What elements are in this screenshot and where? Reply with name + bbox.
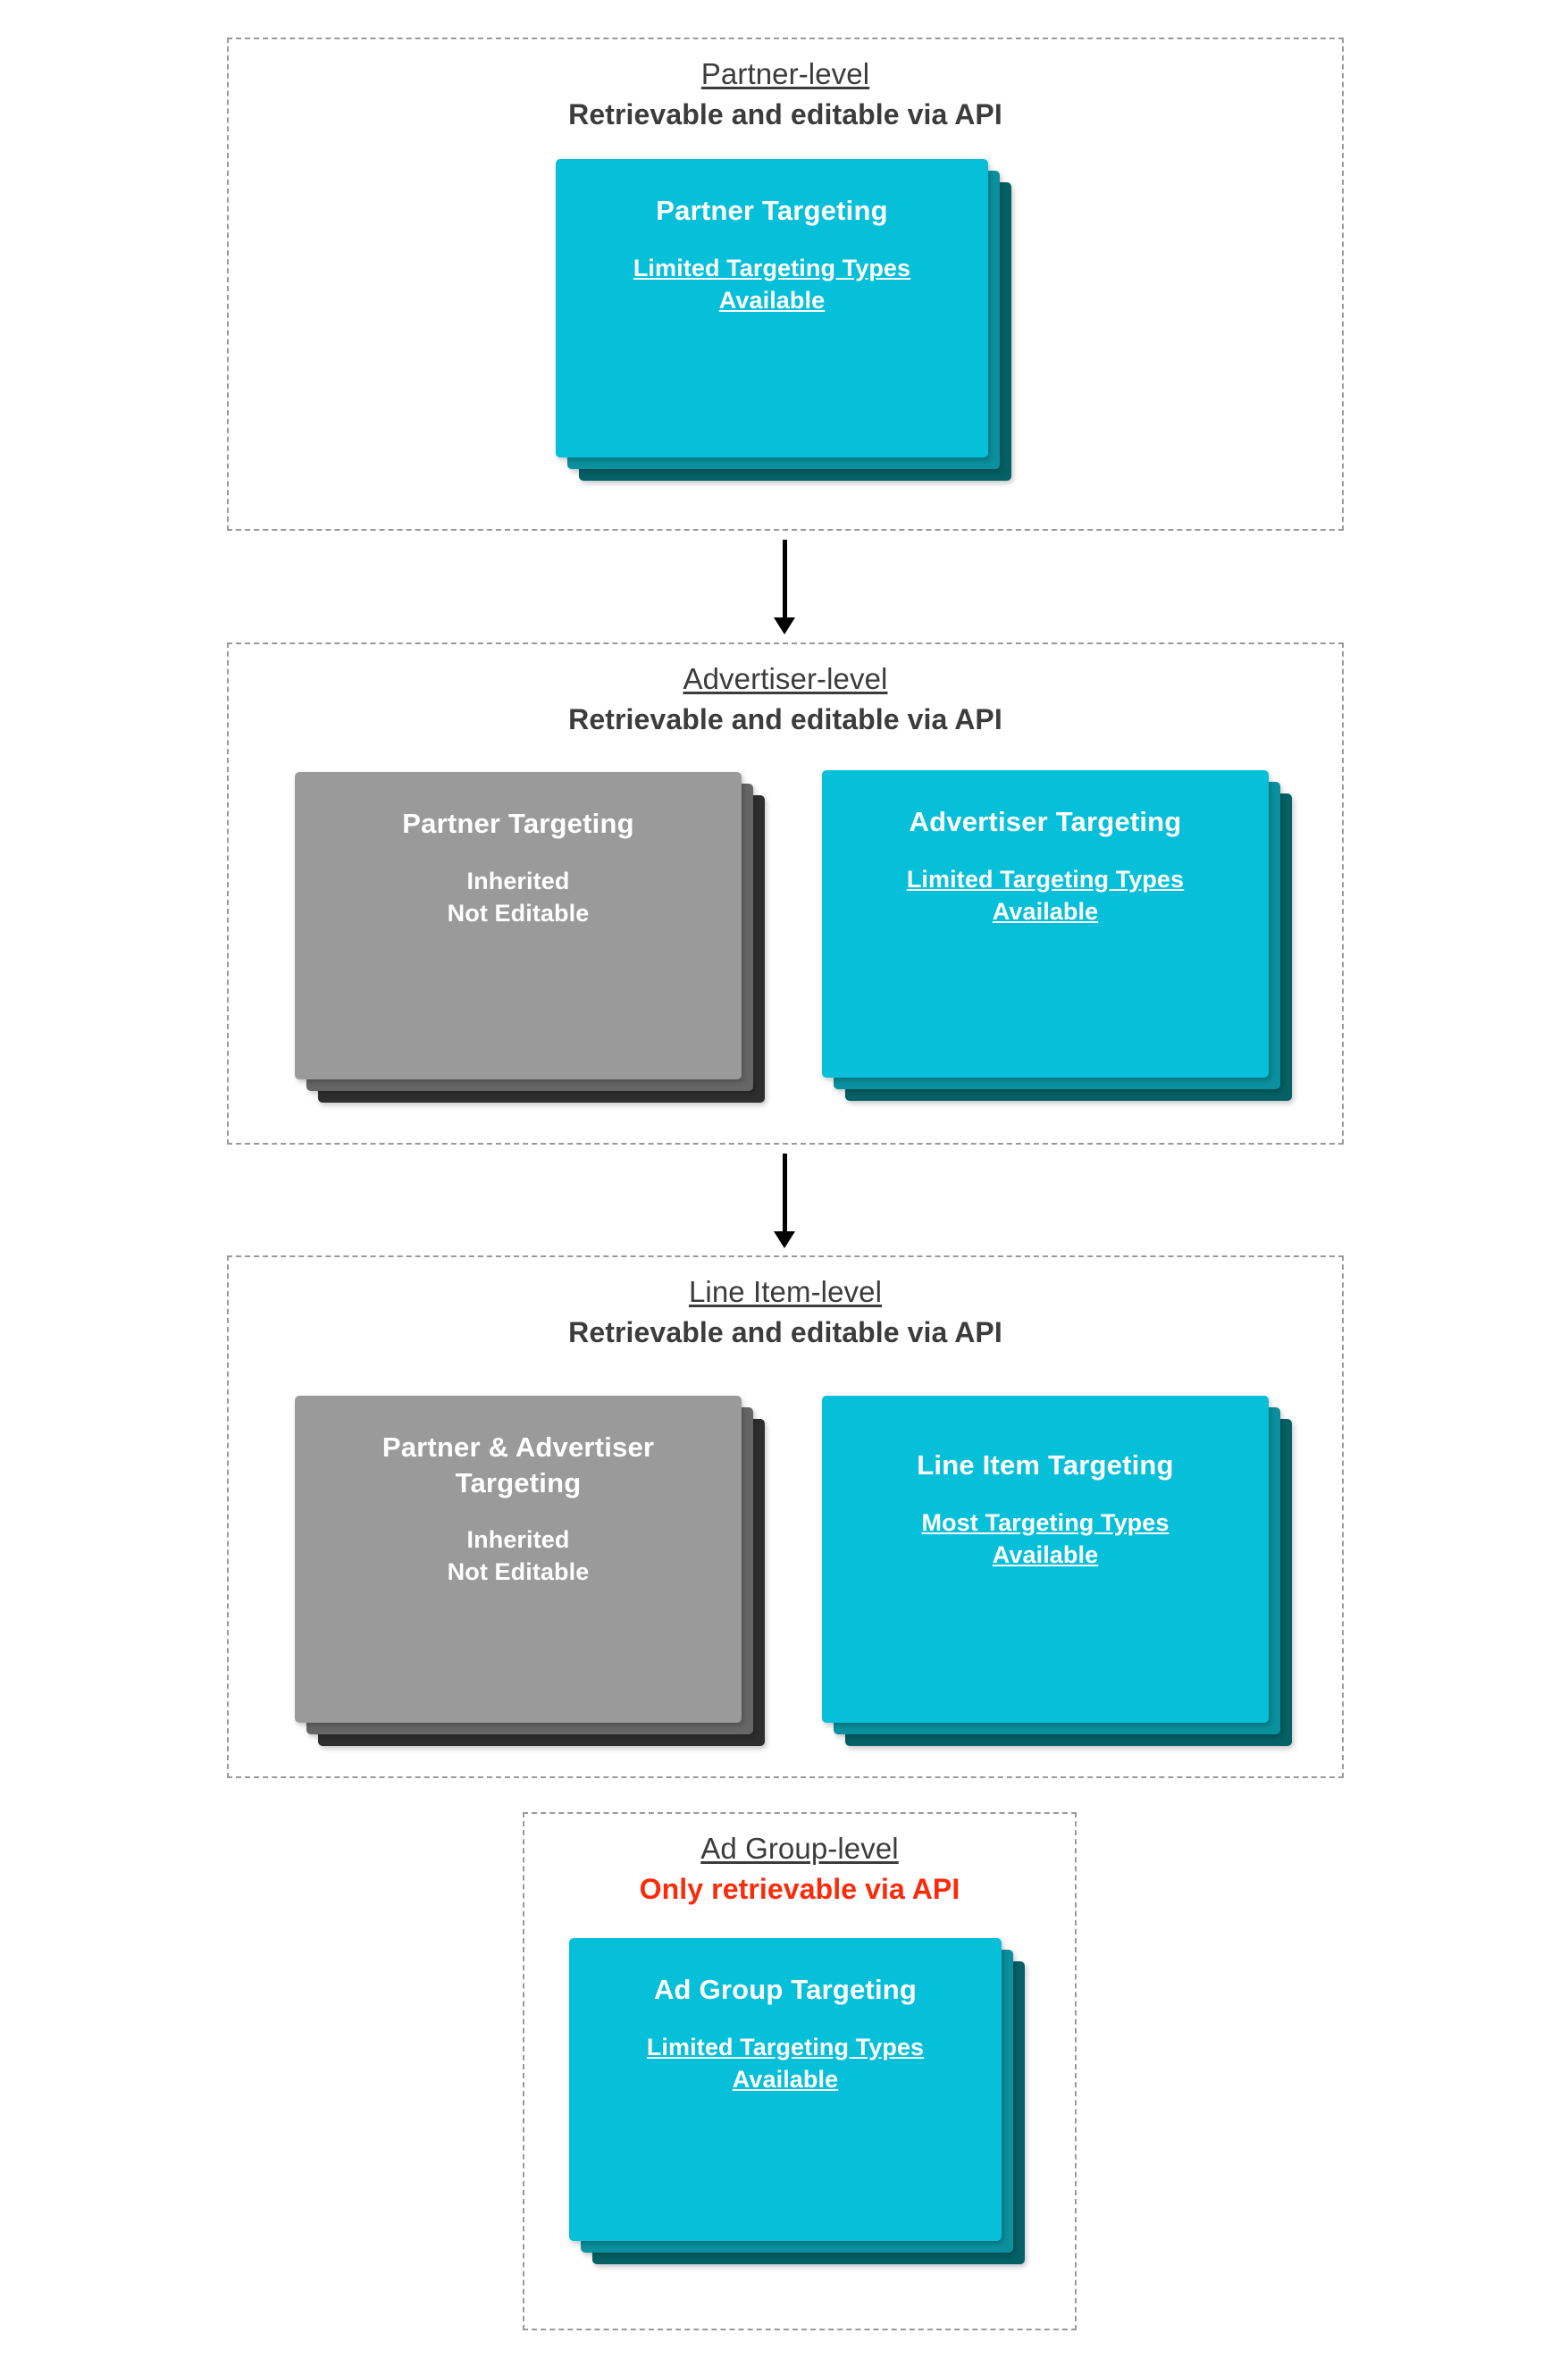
card-advertiser-inherited-partner[interactable]: Partner Targeting Inherited Not Editable (295, 772, 765, 1103)
level-ad-group: Ad Group-level Only retrievable via API … (523, 1812, 1077, 2330)
level-advertiser: Advertiser-level Retrievable and editabl… (227, 642, 1344, 1145)
card-line-item-inherited[interactable]: Partner & Advertiser Targeting Inherited… (295, 1396, 765, 1746)
connector-arrowhead (774, 617, 795, 634)
card-title: Line Item Targeting (917, 1449, 1174, 1481)
card-line-item-targeting[interactable]: Line Item Targeting Most Targeting Types… (822, 1396, 1292, 1746)
connector-arrowhead (774, 1231, 795, 1248)
card-layer-front: Partner Targeting Limited Targeting Type… (556, 159, 988, 457)
card-body: Partner Targeting Inherited Not Editable (295, 772, 742, 1079)
card-ad-group-targeting[interactable]: Ad Group Targeting Limited Targeting Typ… (569, 1938, 1025, 2264)
card-note: Inherited Not Editable (447, 1526, 590, 1586)
level-partner-subtitle: Retrievable and editable via API (568, 98, 1002, 131)
connector-partner-to-advertiser (774, 540, 795, 634)
card-layer-front: Advertiser Targeting Limited Targeting T… (822, 770, 1269, 1078)
card-body: Line Item Targeting Most Targeting Types… (822, 1396, 1269, 1723)
card-layer-front: Ad Group Targeting Limited Targeting Typ… (569, 1938, 1002, 2241)
card-body: Partner & Advertiser Targeting Inherited… (295, 1396, 742, 1723)
level-partner: Partner-level Retrievable and editable v… (227, 38, 1344, 531)
card-title: Partner Targeting (656, 195, 888, 226)
connector-shaft (783, 540, 787, 618)
level-ad-group-title: Ad Group-level (700, 1832, 899, 1865)
level-line-item-subtitle: Retrievable and editable via API (568, 1316, 1002, 1349)
level-line-item-title: Line Item-level (688, 1275, 883, 1308)
card-layer-front: Line Item Targeting Most Targeting Types… (822, 1396, 1269, 1723)
card-layer-front: Partner Targeting Inherited Not Editable (295, 772, 742, 1079)
level-ad-group-header: Ad Group-level Only retrievable via API (524, 1830, 1075, 1909)
card-advertiser-targeting[interactable]: Advertiser Targeting Limited Targeting T… (822, 770, 1292, 1101)
level-advertiser-subtitle: Retrievable and editable via API (568, 703, 1002, 736)
card-title: Advertiser Targeting (909, 806, 1182, 837)
level-line-item-header: Line Item-level Retrievable and editable… (229, 1273, 1342, 1352)
connector-advertiser-to-line-item (774, 1154, 795, 1248)
card-title: Partner & Advertiser Targeting (382, 1431, 655, 1498)
level-advertiser-title: Advertiser-level (683, 662, 888, 695)
card-body: Partner Targeting Limited Targeting Type… (556, 159, 988, 457)
level-partner-header: Partner-level Retrievable and editable v… (229, 55, 1342, 134)
card-note: Most Targeting Types Available (921, 1508, 1170, 1568)
connector-shaft (783, 1154, 787, 1232)
card-partner-targeting[interactable]: Partner Targeting Limited Targeting Type… (556, 159, 1011, 481)
card-note: Limited Targeting Types Available (906, 865, 1185, 925)
level-ad-group-subtitle: Only retrievable via API (639, 1873, 960, 1906)
level-partner-title: Partner-level (700, 57, 870, 90)
card-note: Limited Targeting Types Available (633, 254, 911, 314)
card-body: Ad Group Targeting Limited Targeting Typ… (569, 1938, 1002, 2241)
card-layer-front: Partner & Advertiser Targeting Inherited… (295, 1396, 742, 1723)
level-advertiser-header: Advertiser-level Retrievable and editabl… (229, 660, 1342, 739)
card-title: Ad Group Targeting (653, 1974, 918, 2005)
card-note: Inherited Not Editable (447, 867, 590, 927)
card-body: Advertiser Targeting Limited Targeting T… (822, 770, 1269, 1078)
level-line-item: Line Item-level Retrievable and editable… (227, 1255, 1344, 1778)
card-note: Limited Targeting Types Available (646, 2033, 925, 2093)
card-title: Partner Targeting (402, 808, 634, 839)
